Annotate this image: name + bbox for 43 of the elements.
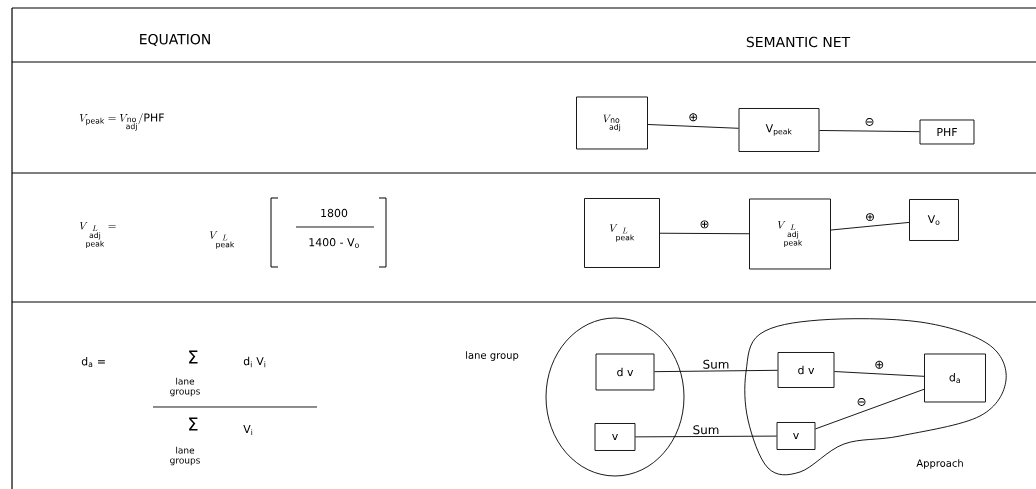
edge-label: Sum bbox=[703, 359, 729, 369]
edge-label: ⊕ bbox=[700, 220, 709, 229]
connector-line bbox=[654, 369, 778, 373]
equation-text: d$_{a}$ = bbox=[81, 356, 105, 368]
variable-box: v bbox=[776, 422, 816, 450]
variable-box: V$_{o}$ bbox=[909, 199, 959, 241]
connector-line bbox=[830, 221, 910, 231]
edge-label: ⊕ bbox=[866, 213, 874, 221]
edge-label: ⊕ bbox=[689, 113, 698, 122]
sum-sign: Σ bbox=[189, 350, 198, 364]
fraction-numerator: 1800 bbox=[321, 208, 348, 218]
variable-box: $V_{\substack{\mathrm{no}\\ \mathrm{adj}}}$ bbox=[576, 96, 648, 150]
equation-text: $V_{\substack{L\\ \mathrm{peak}}}$ bbox=[209, 231, 235, 249]
equation-text: d$_{i}$ V$_{i}$ bbox=[243, 356, 266, 368]
edge-label: ⊕ bbox=[875, 360, 884, 369]
connector-line bbox=[635, 435, 777, 438]
sum-sign: Σ bbox=[189, 417, 198, 431]
fraction-denominator: 1400 - V$_{o}$ bbox=[309, 238, 359, 248]
connector-line bbox=[815, 388, 925, 430]
connector-line bbox=[659, 232, 750, 235]
sum-index: lane groups bbox=[170, 377, 200, 397]
equation-text: $V_{\mathrm{peak}} = V_{\substack{\mathrm{no}\\ \mathrm{adj}}} / \mathrm{PHF}$ bbox=[79, 113, 164, 131]
variable-box: d v bbox=[777, 352, 835, 388]
column-header: SEMANTIC NET bbox=[746, 36, 851, 48]
variable-box: V$_{peak}$ bbox=[738, 108, 820, 152]
edge-label: Sum bbox=[693, 425, 719, 435]
variable-box: d$_{a}$ bbox=[924, 353, 986, 403]
column-header: EQUATION bbox=[140, 33, 210, 47]
variable-box: v bbox=[594, 423, 636, 451]
connector-line bbox=[834, 371, 925, 377]
variable-box: d v bbox=[595, 353, 655, 391]
variable-box: $V_{\substack{L\\ \mathrm{peak}}}$ bbox=[584, 198, 660, 268]
edge-label: ⊖ bbox=[865, 118, 874, 126]
group-label: lane group bbox=[466, 351, 519, 361]
sum-index: lane groups bbox=[170, 446, 200, 466]
connector-line bbox=[647, 124, 739, 129]
group-label: Approach bbox=[916, 459, 963, 469]
edge-label: ⊖ bbox=[857, 398, 866, 406]
connector-line bbox=[819, 130, 920, 133]
variable-box: $V_{\substack{L\\ \mathrm{adj}\\ \mathrm{peak}}}$ bbox=[749, 198, 831, 270]
equation-text: $V_{\substack{L\\ \mathrm{adj}\\ \mathrm{peak}}} =$ bbox=[79, 221, 116, 249]
variable-box: PHF bbox=[919, 119, 975, 145]
equation-text: V$_{i}$ bbox=[243, 424, 253, 435]
